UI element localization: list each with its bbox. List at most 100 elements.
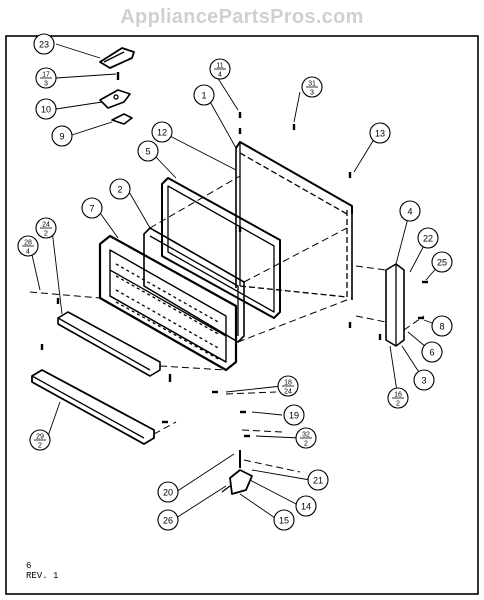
callout-number: 18 xyxy=(284,380,292,387)
callout-3: 3 xyxy=(413,369,435,391)
door-shelf-unit xyxy=(98,234,238,372)
part-10-hinge xyxy=(99,89,131,109)
callout-20: 20 xyxy=(157,481,179,503)
door-liner xyxy=(143,227,245,343)
door-outer-panel xyxy=(235,141,353,300)
callout-number: 9 xyxy=(59,132,64,142)
callout-10: 10 xyxy=(35,98,57,120)
door-gasket xyxy=(161,177,281,319)
callout-circle xyxy=(157,509,179,531)
callout-quantity: 3 xyxy=(310,90,314,97)
callout-circle xyxy=(421,341,443,363)
callout-21: 21 xyxy=(307,469,329,491)
callout-29: 292 xyxy=(29,429,51,451)
callout-7: 7 xyxy=(81,197,103,219)
callout-number: 19 xyxy=(289,411,299,421)
callout-number: 22 xyxy=(423,234,433,244)
callout-9: 9 xyxy=(51,125,73,147)
callout-quantity: 4 xyxy=(218,72,222,79)
callout-number: 21 xyxy=(313,476,323,486)
callout-circle xyxy=(193,84,215,106)
callout-number: 2 xyxy=(117,185,122,195)
callout-28: 284 xyxy=(17,235,39,257)
callout-number: 13 xyxy=(375,129,385,139)
callout-circle xyxy=(151,121,173,143)
callout-circle xyxy=(399,200,421,222)
callout-number: 25 xyxy=(437,258,447,268)
callout-number: 16 xyxy=(394,392,402,399)
callout-quantity: 2 xyxy=(38,443,42,450)
callout-number: 29 xyxy=(36,434,44,441)
revision-label: REV. 1 xyxy=(26,571,59,581)
callout-number: 11 xyxy=(216,63,223,70)
callout-13: 13 xyxy=(369,122,391,144)
callout-31: 313 xyxy=(301,76,323,98)
callout-number: 12 xyxy=(157,128,167,138)
callout-circle xyxy=(307,469,329,491)
callout-number: 17 xyxy=(42,72,50,79)
callout-circle xyxy=(81,197,103,219)
fastener-group xyxy=(40,112,428,438)
callout-25: 25 xyxy=(431,251,453,273)
callout-number: 24 xyxy=(42,222,50,229)
callout-quantity: 3 xyxy=(44,81,48,88)
callout-circle xyxy=(295,495,317,517)
lower-door-bar xyxy=(31,369,155,445)
callout-circle xyxy=(369,122,391,144)
callout-26: 26 xyxy=(157,509,179,531)
callout-circle xyxy=(51,125,73,147)
callout-number: 10 xyxy=(41,105,51,115)
watermark: AppliancePartsPros.com xyxy=(120,6,364,28)
callout-quantity: 2 xyxy=(44,231,48,238)
callout-number: 1 xyxy=(201,91,206,101)
callout-22: 22 xyxy=(417,227,439,249)
callout-number: 3 xyxy=(421,376,426,386)
upper-door-bar xyxy=(57,311,161,377)
callout-4: 4 xyxy=(399,200,421,222)
callout-number: 6 xyxy=(429,348,434,358)
callout-number: 8 xyxy=(439,322,444,332)
callout-number: 15 xyxy=(279,516,289,526)
bottom-hinge-assembly xyxy=(221,450,253,495)
callout-number: 32 xyxy=(302,432,310,439)
callout-17: 173 xyxy=(35,67,57,89)
callout-circle xyxy=(33,33,55,55)
callout-number: 31 xyxy=(308,81,316,88)
callout-5: 5 xyxy=(137,140,159,162)
callout-circle xyxy=(431,315,453,337)
part-23-bracket xyxy=(99,47,135,69)
callout-circle xyxy=(273,509,295,531)
callout-15: 15 xyxy=(273,509,295,531)
sheet-number: 6 xyxy=(26,561,32,571)
callout-24: 242 xyxy=(35,217,57,239)
callout-circle xyxy=(35,98,57,120)
callout-circle xyxy=(431,251,453,273)
callout-quantity: 24 xyxy=(284,389,292,396)
callout-number: 4 xyxy=(407,207,412,217)
callout-number: 7 xyxy=(89,204,94,214)
callout-circle xyxy=(137,140,159,162)
sheet-footer: 6 REV. 1 xyxy=(26,561,58,581)
callout-11: 114 xyxy=(209,58,231,80)
callout-12: 12 xyxy=(151,121,173,143)
right-hinge-bracket xyxy=(385,263,405,347)
callout-quantity: 2 xyxy=(304,441,308,448)
callout-23: 23 xyxy=(33,33,55,55)
callout-19: 19 xyxy=(283,404,305,426)
callout-circle xyxy=(109,178,131,200)
callout-14: 14 xyxy=(295,495,317,517)
callout-circle xyxy=(283,404,305,426)
callout-6: 6 xyxy=(421,341,443,363)
part-9-bushing xyxy=(111,113,133,125)
page-border xyxy=(5,35,479,595)
callout-2: 2 xyxy=(109,178,131,200)
callout-circle xyxy=(417,227,439,249)
callout-16: 162 xyxy=(387,387,409,409)
callout-quantity: 4 xyxy=(26,249,30,256)
callout-number: 14 xyxy=(301,502,311,512)
callout-number: 28 xyxy=(24,240,32,247)
callout-quantity: 2 xyxy=(396,401,400,408)
